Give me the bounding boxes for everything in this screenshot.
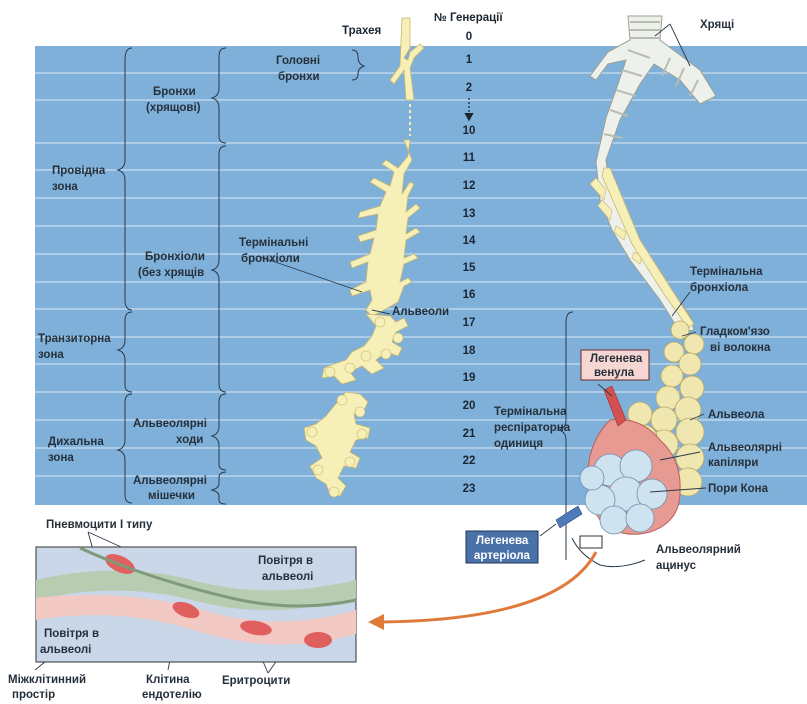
pores-kohn-label: Пори Кона <box>708 483 769 495</box>
venule-1: Легенева <box>590 353 643 365</box>
alveolar-ducts-1: Альвеолярні <box>133 418 207 430</box>
terminal-bronchiole-1: Термінальна <box>690 266 763 278</box>
arteriole-1: Легенева <box>476 535 529 547</box>
inset-air-bottom-1: Повітря в <box>44 628 99 640</box>
arteriole-label-box: Легенева артеріола <box>466 531 538 563</box>
alveolus-label: Альвеола <box>708 409 765 421</box>
bronchioles-1: Бронхіоли <box>145 251 205 263</box>
alveolar-sacs-2: мішечки <box>148 490 195 502</box>
alveolar-acinus-1: Альвеолярний <box>656 544 741 556</box>
venule-label-box: Легенева венула <box>581 350 649 380</box>
smooth-muscle-1: Гладком'язо <box>700 326 770 338</box>
alveoli-label: Альвеоли <box>392 306 449 318</box>
inset-air-top-1: Повітря в <box>258 555 313 567</box>
generation-number: 20 <box>463 400 476 412</box>
generation-number: 22 <box>463 455 476 467</box>
generation-number: 11 <box>463 152 476 164</box>
cartilage-label: Хрящі <box>700 19 734 31</box>
zone-conducting-2: зона <box>52 181 78 193</box>
venule-2: венула <box>594 367 635 379</box>
generation-number: 1 <box>466 54 473 66</box>
generation-number: 13 <box>463 208 476 220</box>
generation-number: 2 <box>466 82 472 94</box>
generation-number: 18 <box>463 345 476 357</box>
interstitial-1: Міжклітинний <box>8 674 86 686</box>
alveolar-capillaries-1: Альвеолярні <box>708 442 782 454</box>
arteriole-2: артеріола <box>474 550 531 562</box>
erythrocytes-label: Еритроцити <box>222 675 290 687</box>
terminal-resp-unit-1: Термінальна <box>494 406 567 418</box>
generation-number: 12 <box>463 180 476 192</box>
endothelial-1: Клітина <box>146 674 190 686</box>
terminal-resp-unit-2: респіраторна <box>494 422 571 434</box>
inset-air-bottom-2: альвеолі <box>40 644 91 656</box>
generation-number: 21 <box>463 428 476 440</box>
zone-transitional-1: Транзиторна <box>38 333 111 345</box>
zone-respiratory-1: Дихальна <box>48 436 104 448</box>
alveolar-ducts-2: ходи <box>176 434 203 446</box>
smooth-muscle-2: ві волокна <box>710 342 771 354</box>
generation-title: № Генерації <box>434 12 503 24</box>
pneumocytes-label: Пневмоцити І типу <box>46 519 153 531</box>
alveolar-capillaries-2: капіляри <box>708 457 758 469</box>
terminal-bronchioles-1: Термінальні <box>239 237 308 249</box>
terminal-bronchioles-2: бронхіоли <box>241 253 300 265</box>
main-bronchi-1: Головні <box>276 55 320 67</box>
zone-transitional-2: зона <box>38 349 64 361</box>
terminal-resp-unit-3: одиниця <box>494 438 543 450</box>
bronchi-2: (хрящові) <box>146 102 201 114</box>
generation-number: 23 <box>463 483 476 495</box>
interstitial-2: простір <box>12 689 55 701</box>
generation-number: 14 <box>463 235 476 247</box>
generation-number: 17 <box>463 317 476 329</box>
terminal-bronchiole-2: бронхіола <box>690 282 749 294</box>
bronchi-1: Бронхи <box>153 86 196 98</box>
generation-number: 19 <box>463 372 476 384</box>
generation-number: 0 <box>466 31 472 43</box>
generation-number: 16 <box>463 289 476 301</box>
alveolar-sacs-1: Альвеолярні <box>133 475 207 487</box>
main-bronchi-2: бронхи <box>278 71 320 83</box>
endothelial-2: ендотелію <box>142 689 202 701</box>
generation-number: 10 <box>463 125 476 137</box>
zone-respiratory-2: зона <box>48 452 74 464</box>
alveolar-acinus-2: ацинус <box>656 560 697 572</box>
inset-air-top-2: альвеолі <box>262 571 313 583</box>
zone-conducting-1: Провідна <box>52 165 106 177</box>
bronchioles-2: (без хрящів <box>138 267 204 279</box>
generation-number: 15 <box>463 262 476 274</box>
trachea-label: Трахея <box>342 25 381 37</box>
